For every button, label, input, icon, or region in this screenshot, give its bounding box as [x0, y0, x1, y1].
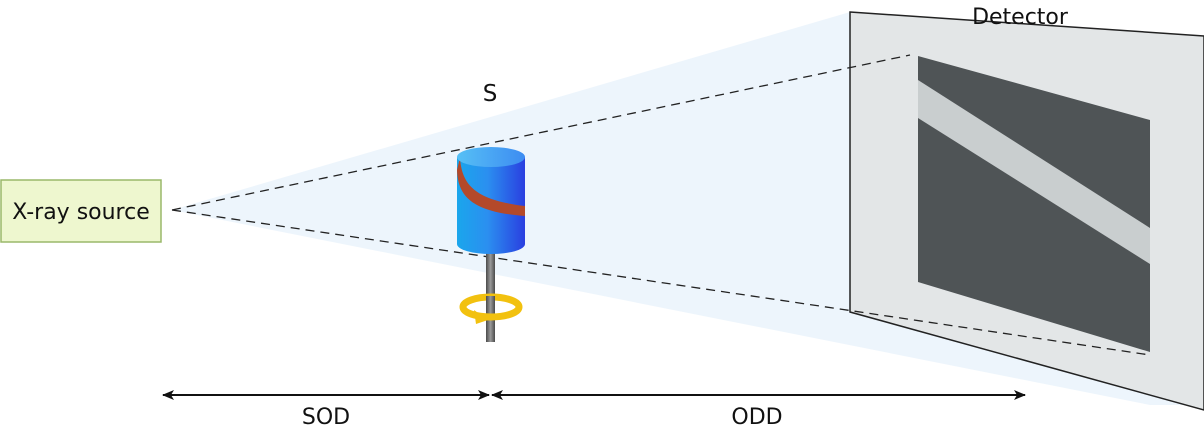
- detector-stripe: [918, 80, 1150, 264]
- sample-label: S: [483, 81, 498, 107]
- detector-panel: [849, 11, 1204, 411]
- rotation-arrow-icon: [459, 293, 523, 324]
- odd-arrow: ODD: [491, 390, 1026, 430]
- xray-source-label: X-ray source: [12, 200, 150, 225]
- projection-lines: [171, 54, 1151, 356]
- sod-arrow: SOD: [162, 390, 490, 430]
- detector-label: Detector: [972, 5, 1069, 30]
- sample-cylinder: S: [457, 81, 525, 342]
- cylinder-stripe: [457, 158, 525, 216]
- cylinder-top: [457, 147, 525, 167]
- odd-label: ODD: [731, 405, 782, 430]
- xray-source: X-ray source: [0, 179, 162, 243]
- xray-source-box: [0, 179, 162, 243]
- projection-line-top: [171, 54, 911, 211]
- sod-label: SOD: [302, 405, 350, 430]
